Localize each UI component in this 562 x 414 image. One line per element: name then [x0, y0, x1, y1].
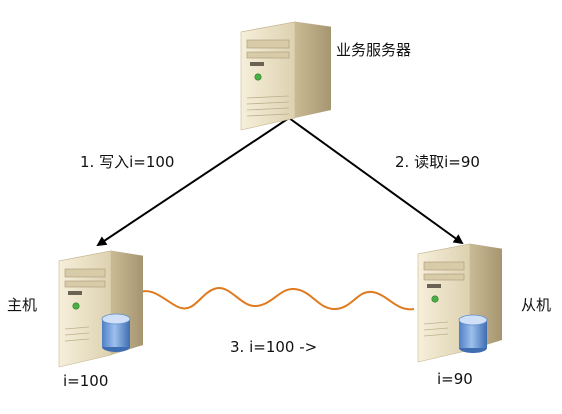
- business-server-label: 业务服务器: [336, 41, 412, 59]
- read-arrow: [288, 117, 464, 245]
- master-server-icon: [58, 250, 144, 368]
- slave-database-icon: [458, 314, 488, 353]
- sync-wave: [137, 287, 415, 311]
- master-database-icon: [101, 313, 131, 352]
- write-edge-label: 1. 写入i=100: [80, 153, 175, 171]
- write-arrow: [96, 117, 290, 247]
- sync-edge-label: 3. i=100 ->: [230, 338, 318, 356]
- slave-label: 从机: [521, 296, 552, 314]
- business-server-icon: [240, 21, 332, 131]
- master-value-label: i=100: [63, 372, 109, 390]
- slave-value-label: i=90: [437, 370, 473, 388]
- read-edge-label: 2. 读取i=90: [395, 153, 480, 171]
- master-label: 主机: [7, 296, 38, 314]
- slave-server-icon: [417, 243, 503, 363]
